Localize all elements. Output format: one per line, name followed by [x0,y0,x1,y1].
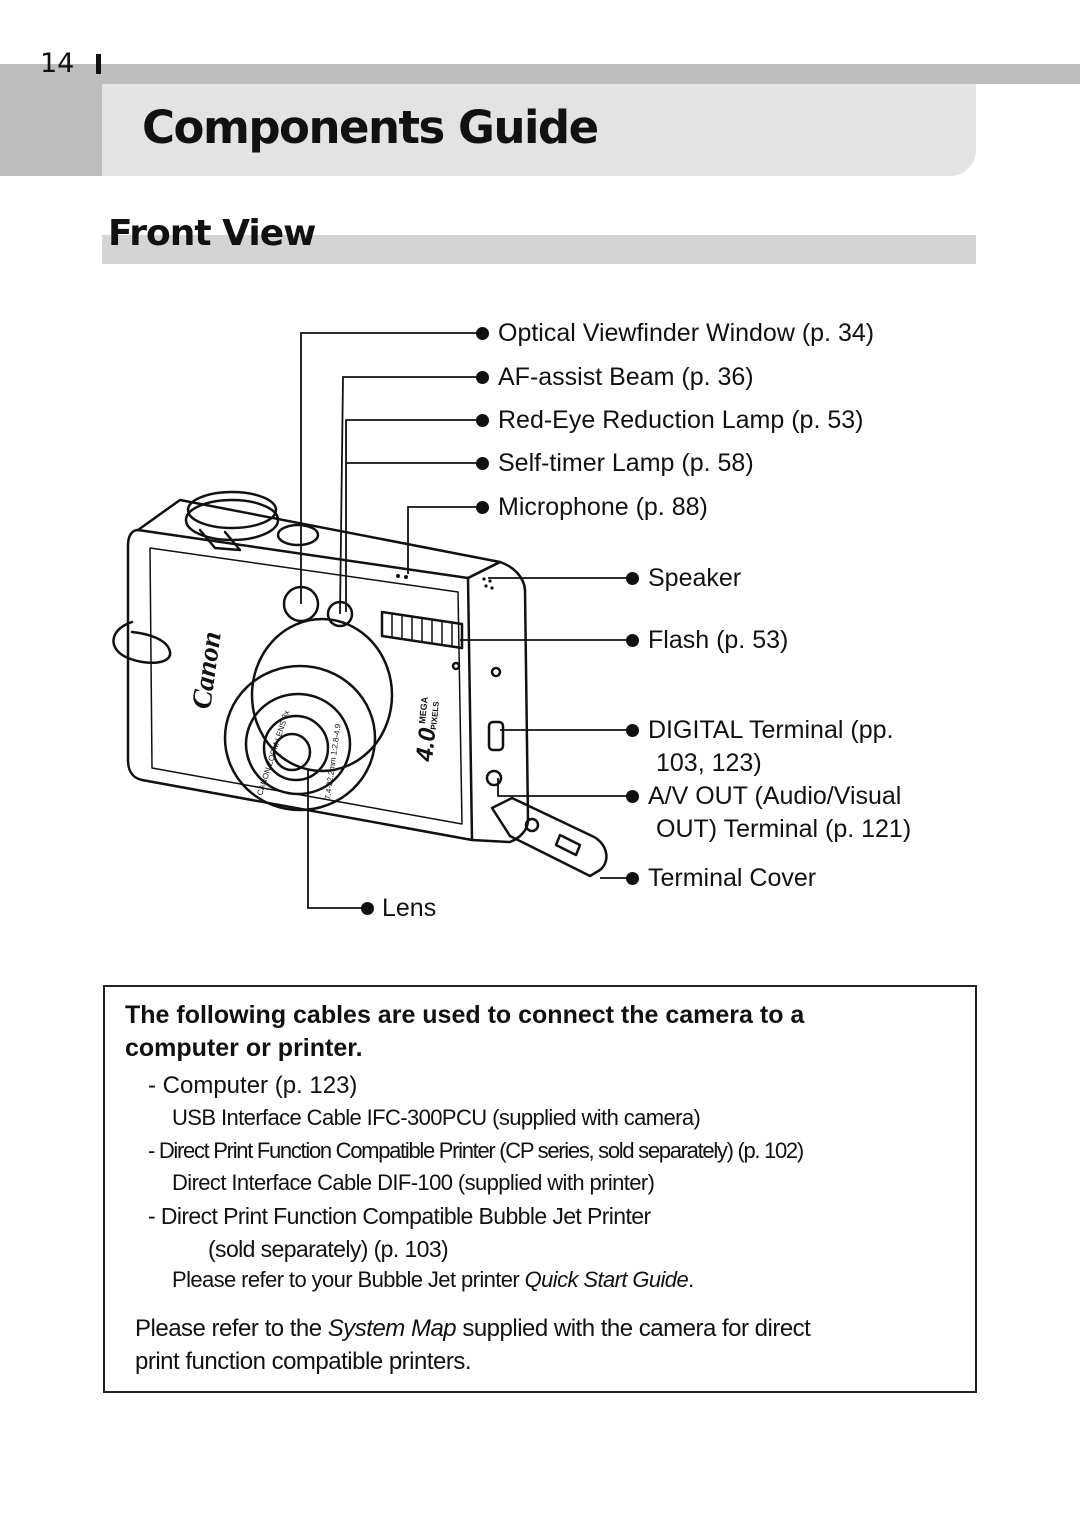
section-title: Front View [108,213,316,254]
item-cp-printer-desc: Direct Interface Cable DIF-100 (supplied… [172,1170,655,1195]
callout-line-av-out [497,778,632,797]
bullet [626,572,639,585]
callout-line-lens [307,770,366,909]
camera-pixels-label: PIXELS [429,700,441,730]
page-marker [96,54,101,74]
bullet [476,457,489,470]
info-heading: The following cables are used to connect… [125,1001,805,1029]
item-computer-desc: USB Interface Cable IFC-300PCU (supplied… [172,1105,701,1130]
info-heading-cont: computer or printer. [125,1034,363,1062]
label-digital-terminal: DIGITAL Terminal (pp. [648,716,894,744]
label-self-timer: Self-timer Lamp (p. 58) [498,449,754,477]
bullet [476,327,489,340]
item-bj-printer: - Direct Print Function Compatible Bubbl… [148,1203,651,1229]
bullet [476,414,489,427]
label-flash: Flash (p. 53) [648,626,789,654]
label-av-out: A/V OUT (Audio/Visual [648,782,902,810]
info-note: Please refer to the System Map supplied … [135,1313,811,1345]
bullet [626,634,639,647]
info-box [103,985,977,1393]
camera-diagram: Canon 4.0 MEGA PIXELS CANON ZOOM LENS 3x… [112,332,632,909]
item-bj-printer-desc: Please refer to your Bubble Jet printer … [172,1266,694,1294]
item-computer: - Computer (p. 123) [148,1072,358,1099]
label-digital-terminal-pages: 103, 123) [656,749,762,777]
header-side-block [0,64,102,176]
section-heading-bar [102,235,976,264]
desc-text: Please refer to your Bubble Jet printer [172,1267,525,1292]
page-title: Components Guide [142,101,599,154]
bullet [626,790,639,803]
label-viewfinder: Optical Viewfinder Window (p. 34) [498,319,875,347]
camera-brand: Canon [186,630,228,711]
info-note-cont: print function compatible printers. [135,1348,472,1375]
note-emphasis: System Map [327,1315,457,1342]
bullet [626,872,639,885]
note-text-cont: supplied with the camera for direct [456,1315,811,1342]
label-lens: Lens [382,894,437,922]
callout-line-microphone [407,506,482,574]
item-bj-printer-cont: (sold separately) (p. 103) [208,1236,449,1262]
bullet [476,371,489,384]
bullet [626,724,639,737]
camera-megapixels: 4.0 [411,726,442,764]
note-text: Please refer to the [135,1315,328,1342]
label-av-out-cont: OUT) Terminal (p. 121) [656,815,912,843]
label-terminal-cover: Terminal Cover [648,864,817,892]
desc-emphasis: Quick Start Guide [524,1267,689,1292]
bullet [476,501,489,514]
bullet [361,902,374,915]
label-speaker: Speaker [648,564,742,592]
callout-line-viewfinder [300,332,482,604]
label-red-eye: Red-Eye Reduction Lamp (p. 53) [498,406,864,434]
callout-line-red-eye [345,419,482,612]
camera-mega-label: MEGA [417,696,430,724]
lens-ring-text: CANON ZOOM LENS 3x [255,709,291,796]
camera-body-front [126,528,474,842]
item-cp-printer: - Direct Print Function Compatible Print… [148,1138,804,1163]
header-panel [102,84,976,176]
label-af-beam: AF-assist Beam (p. 36) [498,363,754,391]
header-top-bar [102,64,1080,84]
callout-line-af-beam [339,376,482,615]
desc-end: . [688,1267,694,1292]
strap-loop [112,620,172,665]
page-number: 14 [40,48,75,79]
label-microphone: Microphone (p. 88) [498,493,708,521]
